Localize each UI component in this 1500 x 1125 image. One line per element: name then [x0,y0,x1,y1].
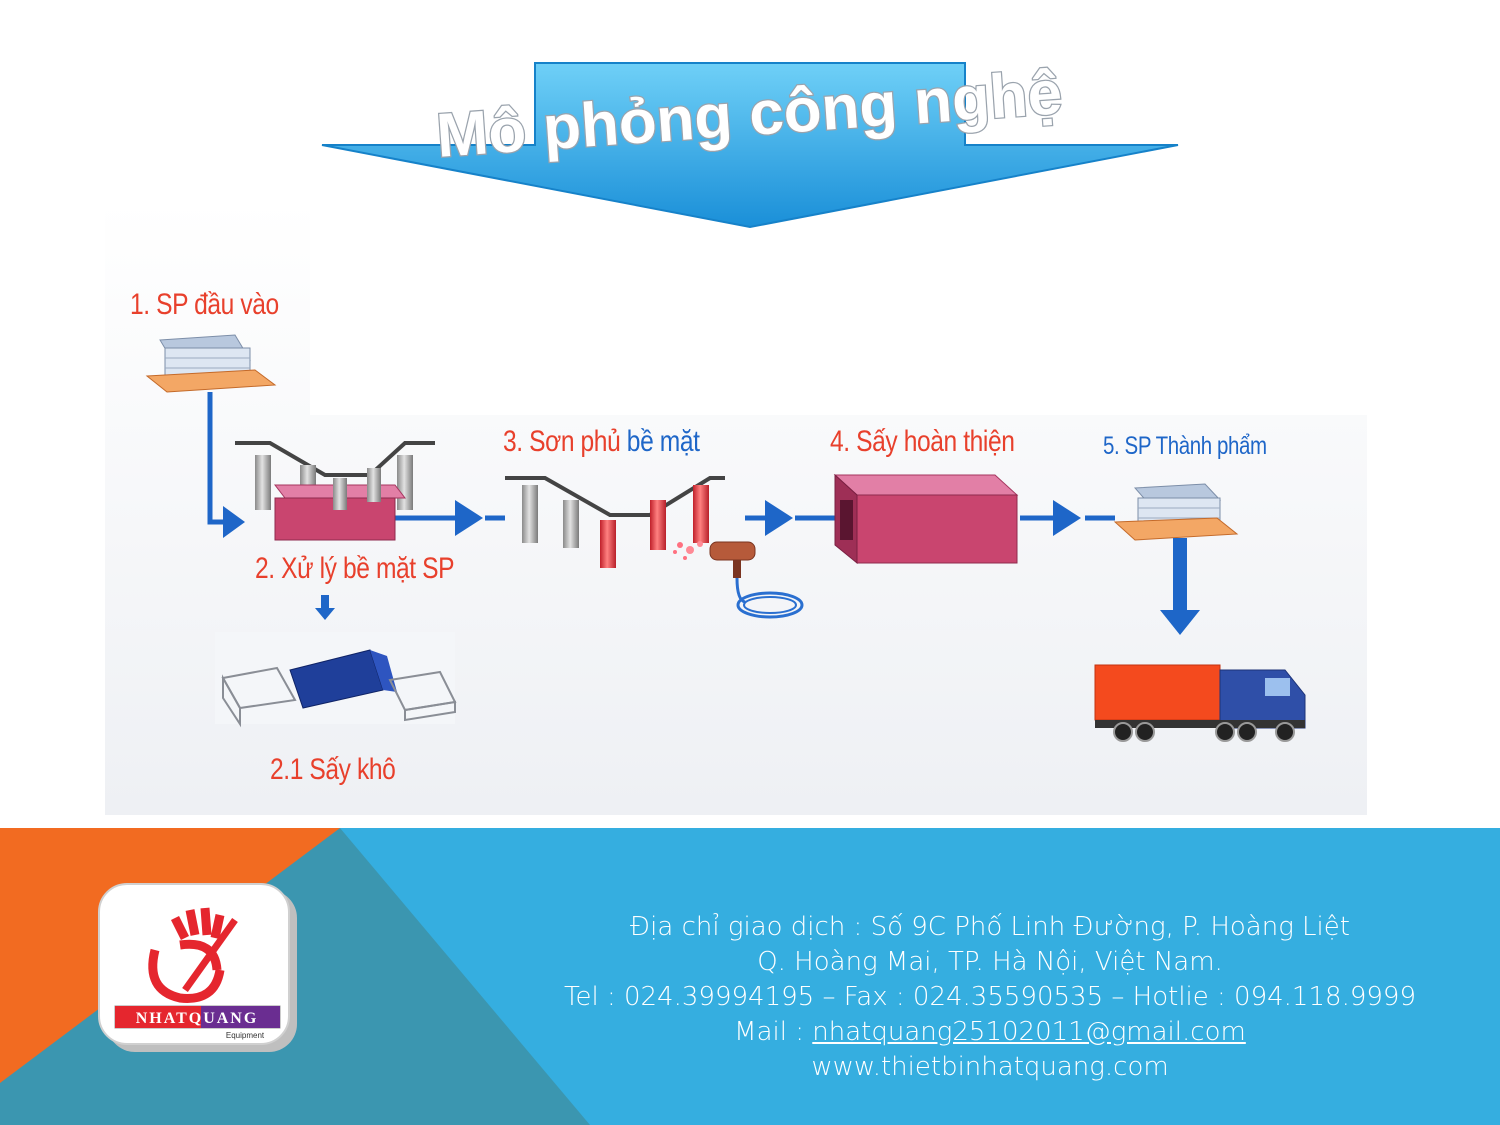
step-3-label-part1: 3. Sơn phủ [503,425,621,458]
input-product-pallet-icon [145,334,277,393]
logo-sub-text: Equipment [226,1031,265,1040]
address-line-1: Địa chỉ giao dịch : Số 9C Phố Linh Đường… [630,912,1350,942]
spray-gun-icon [673,541,804,619]
title-banner: Mô phỏng công nghệ [321,57,1179,229]
dryer-machine-icon [215,632,457,728]
step-3-label-part2: bề mặt [626,425,700,458]
footer-contact: Địa chỉ giao dịch : Số 9C Phố Linh Đường… [480,910,1500,1085]
phone-line: Tel : 024.39994195 – Fax : 024.35590535 … [564,982,1416,1012]
logo-brand-text: NHATQUANG [136,1010,259,1027]
finishing-oven-icon [833,473,1019,565]
process-diagram: 1. SP đầu vào 2. Xử lý bề mặt SP 2.1 Sấy… [105,200,1367,815]
delivery-truck-icon [1094,664,1306,742]
step-3-label: 3. Sơn phủ bề mặt [503,425,700,459]
flow-arrow-icon [223,500,1081,538]
address-line-2: Q. Hoàng Mai, TP. Hà Nội, Việt Nam. [757,947,1223,977]
mail-link[interactable]: nhatquang25102011@gmail.com [812,1017,1246,1047]
step-2-1-label: 2.1 Sấy khô [270,753,396,786]
diagram-graphics [105,200,1367,815]
surface-treatment-tank-icon [235,441,435,541]
nhatquang-logo: NHATQUANG Equipment [98,883,297,1052]
step-5-label: 5. SP Thành phẩm [1103,432,1267,460]
mail-label: Mail : [734,1017,813,1047]
coating-conveyor-icon [505,476,725,568]
step-2-label: 2. Xử lý bề mặt SP [255,552,455,585]
website-line[interactable]: www.thietbinhatquang.com [811,1052,1169,1082]
step-4-label: 4. Sấy hoàn thiện [830,425,1015,458]
finished-product-pallet-icon [1113,483,1239,541]
logo-emblem-icon [148,907,238,1003]
mail-line: Mail : nhatquang25102011@gmail.com [480,1015,1500,1050]
down-arrow-icon [1160,610,1200,635]
step-1-label: 1. SP đầu vào [130,288,279,321]
title-arrow-shape [321,62,1179,229]
